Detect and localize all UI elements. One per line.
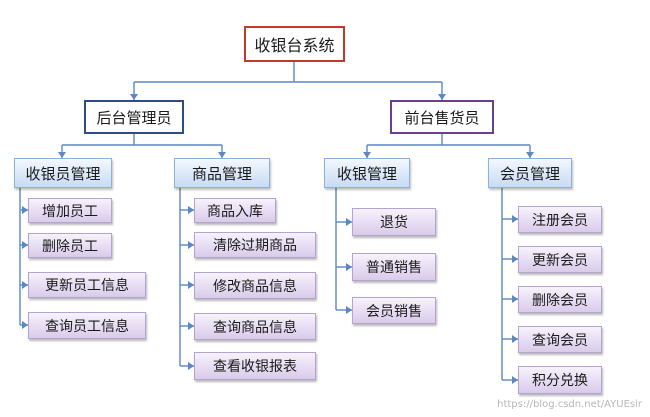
leaf-update-member: 更新会员: [518, 246, 602, 273]
leaf-points-redemption: 积分兑换: [518, 366, 602, 394]
leaf-query-goods-info: 查询商品信息: [194, 313, 316, 340]
role-admin-node: 后台管理员: [84, 100, 184, 134]
leaf-query-staff-info: 查询员工信息: [28, 312, 146, 339]
category-member-management: 会员管理: [488, 158, 572, 188]
leaf-update-staff-info: 更新员工信息: [28, 272, 146, 298]
root-node: 收银台系统: [244, 26, 345, 62]
watermark-text: https://blog.csdn.net/AYUEsir: [497, 399, 642, 410]
leaf-clear-expired-goods: 清除过期商品: [194, 232, 316, 258]
leaf-delete-staff: 删除员工: [28, 233, 112, 258]
leaf-modify-goods-info: 修改商品信息: [194, 272, 316, 299]
leaf-normal-sale: 普通销售: [352, 253, 436, 281]
leaf-query-member: 查询会员: [518, 326, 602, 353]
category-goods-management: 商品管理: [174, 158, 270, 188]
leaf-view-checkout-report: 查看收银报表: [194, 352, 316, 380]
leaf-return-goods: 退货: [352, 208, 436, 236]
role-cashier-node: 前台售货员: [390, 100, 494, 134]
leaf-register-member: 注册会员: [518, 206, 602, 233]
category-staff-management: 收银员管理: [14, 158, 112, 188]
leaf-goods-stock-in: 商品入库: [194, 198, 276, 223]
category-checkout-management: 收银管理: [324, 158, 410, 188]
leaf-member-sale: 会员销售: [352, 297, 436, 324]
leaf-delete-member: 删除会员: [518, 286, 602, 313]
leaf-add-staff: 增加员工: [28, 198, 112, 223]
